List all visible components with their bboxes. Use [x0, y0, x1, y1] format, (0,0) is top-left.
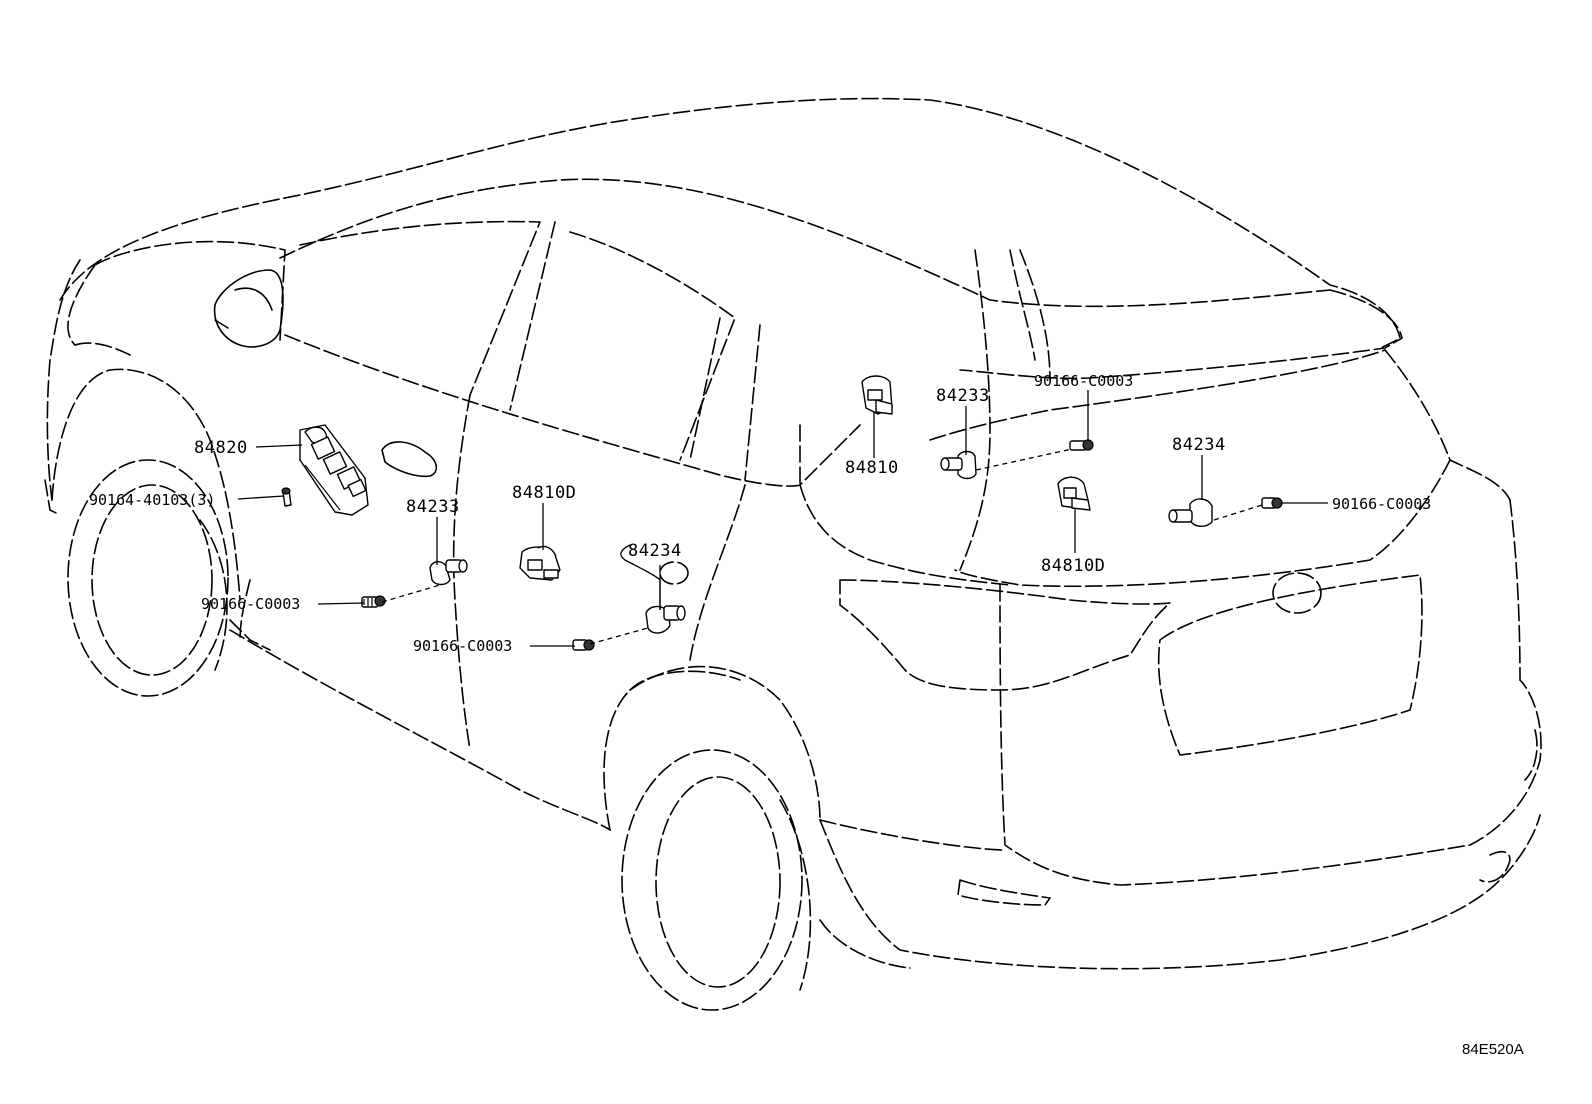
pillar-connector	[861, 375, 893, 415]
callout-84234-back: 84234	[1172, 435, 1226, 455]
callout-90166-back-right: 90166-C0003	[1332, 495, 1431, 513]
door-handle	[381, 441, 438, 478]
callout-84233-back: 84233	[936, 386, 990, 406]
callout-90166-front: 90166-C0003	[201, 595, 300, 613]
back-door-right-switch	[1168, 498, 1213, 527]
callout-84820: 84820	[194, 438, 248, 458]
rear-door-screw-icon	[572, 639, 595, 651]
rear-door-courtesy-switch	[645, 605, 686, 634]
back-door-upper-screw-icon	[1069, 439, 1094, 451]
vehicle-body-outline	[44, 97, 1542, 970]
back-door-courtesy-switch	[940, 450, 977, 480]
callout-labels: 84820 90164-40103(3) 84233 90166-C0003 8…	[89, 372, 1431, 655]
callout-84810D-back: 84810D	[1041, 556, 1105, 576]
callout-90166-rear: 90166-C0003	[413, 637, 512, 655]
rear-wheel	[621, 749, 911, 1011]
callout-84810D-front: 84810D	[512, 483, 576, 503]
callout-90166-back-upper: 90166-C0003	[1034, 372, 1133, 390]
callout-84233-front: 84233	[406, 497, 460, 517]
back-door-right-screw-icon	[1261, 497, 1283, 509]
back-door-connector	[1057, 476, 1091, 511]
callout-90164-40103: 90164-40103(3)	[89, 491, 215, 509]
leader-lines	[237, 390, 1328, 647]
front-door-connector	[519, 545, 561, 581]
front-door-courtesy-switch	[429, 559, 468, 586]
front-door-screw-icon	[361, 595, 386, 608]
power-window-master-switch	[299, 424, 369, 516]
diagram-id: 84E520A	[1462, 1041, 1524, 1058]
callout-84810: 84810	[845, 458, 899, 478]
side-mirror	[213, 269, 284, 348]
front-wheel	[67, 459, 271, 697]
callout-84234-rear: 84234	[628, 541, 682, 561]
screw-switch-icon	[281, 487, 292, 507]
